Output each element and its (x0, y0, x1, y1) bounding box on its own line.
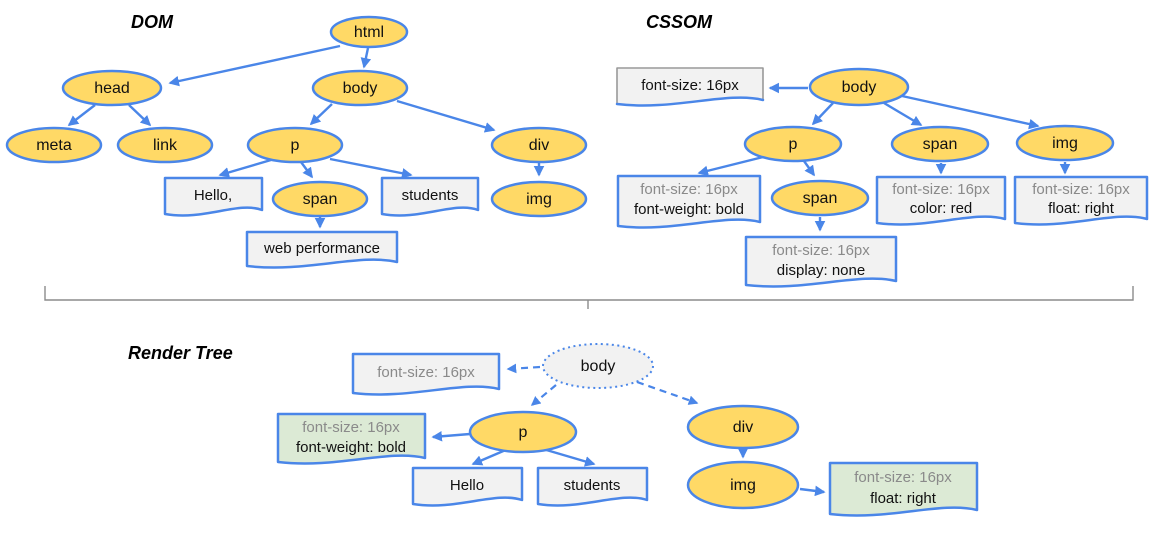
cssom-node-body-label: body (842, 79, 877, 96)
cssom-edge-body-img (901, 94, 1040, 130)
dom-node-span-label: span (303, 191, 338, 208)
brace-line (44, 286, 1134, 301)
dom-edge-p-span (300, 161, 313, 179)
render-style-p-box (276, 412, 427, 465)
divider-brace (44, 286, 1134, 309)
cssom-rule-p-line1: font-size: 16px (640, 181, 738, 198)
cssom-node-span-child (770, 179, 870, 217)
dom-textnode-webperf-label: web performance (263, 240, 380, 257)
render-textnode-hello-box (411, 466, 524, 507)
render-node-body-label: body (581, 358, 616, 375)
render-edge-img-style (799, 485, 826, 497)
render-edge-p-style (431, 431, 471, 442)
render-style-img-line2: float: right (870, 490, 937, 507)
cssom-node-span (890, 125, 990, 163)
dom-title: DOM (131, 12, 174, 32)
cssom-node-img-label: img (1052, 135, 1078, 152)
cssom-title: CSSOM (646, 12, 713, 32)
dom-node-div (490, 126, 588, 164)
render-style-img-box (828, 461, 979, 517)
render-style-body-label: font-size: 16px (377, 364, 475, 381)
render-style-p-line1: font-size: 16px (302, 419, 400, 436)
render-edge-body-p (530, 384, 557, 406)
render-node-p (468, 410, 578, 454)
dom-node-html (329, 15, 409, 49)
cssom-edge-p-span (803, 160, 815, 177)
render-style-p-line2: font-weight: bold (296, 439, 406, 456)
dom-edge-head-meta (67, 104, 96, 126)
cssom-edge-body-p (811, 102, 834, 126)
cssom-rule-img-line2: float: right (1048, 200, 1115, 217)
render-textnode-students-box (536, 466, 649, 507)
dom-textnode-hello-box (163, 176, 264, 217)
dom-edge-body-div (396, 99, 496, 133)
render-style-img-line1: font-size: 16px (854, 469, 952, 486)
render-textnode-students-label: students (564, 477, 621, 494)
dom-node-meta-label: meta (36, 137, 72, 154)
dom-node-link (116, 126, 214, 164)
cssom-rule-body-label: font-size: 16px (641, 77, 739, 94)
render-tree-title: Render Tree (128, 343, 233, 363)
dom-node-body (311, 69, 409, 107)
dom-node-span (271, 180, 369, 218)
dom-node-link-label: link (153, 137, 178, 154)
render-tree: Render Tree font-size: 16px font-size: 1… (128, 343, 979, 517)
dom-node-head (61, 69, 163, 107)
render-textnode-hello-label: Hello (450, 477, 484, 494)
cssom-node-span-label: span (923, 136, 958, 153)
cssom-rule-spanchild-line2: display: none (777, 262, 865, 279)
render-edge-p-students (542, 447, 596, 467)
cssom-rule-p-box (616, 174, 762, 229)
render-node-p-label: p (519, 424, 528, 441)
render-node-img (686, 460, 800, 510)
cssom-rule-p-line2: font-weight: bold (634, 201, 744, 218)
dom-textnode-hello-label: Hello, (194, 187, 232, 204)
dom-node-img-label: img (526, 191, 552, 208)
dom-edge-html-body (360, 47, 372, 69)
dom-node-html-label: html (354, 24, 384, 41)
dom-node-head-label: head (94, 80, 130, 97)
dom-node-meta (5, 126, 103, 164)
cssom-rule-span-line2: color: red (910, 200, 973, 217)
dom-node-p-label: p (291, 137, 300, 154)
cssom-node-p (743, 125, 843, 163)
render-node-div (686, 404, 800, 450)
cssom-tree: CSSOM font-size: 16px font-size: 16px fo… (615, 12, 1149, 288)
dom-textnode-students-label: students (402, 187, 459, 204)
dom-textnode-students-box (380, 176, 480, 217)
cssom-rule-img-line1: font-size: 16px (1032, 181, 1130, 198)
cssom-rule-span-box (875, 175, 1007, 226)
render-node-div-label: div (733, 419, 753, 436)
cssom-rule-body-box-wave (615, 96, 765, 107)
cssom-rule-spanchild-box (744, 235, 898, 288)
dom-edge-p-students (329, 157, 413, 179)
dom-textnode-webperf-box (245, 230, 399, 269)
cssom-rule-spanchild-line1: font-size: 16px (772, 242, 870, 259)
render-style-body-box (351, 352, 501, 396)
dom-node-div-label: div (529, 137, 549, 154)
dom-edge-head-link (128, 104, 152, 127)
cssom-edge-p-rule (697, 155, 764, 176)
dom-node-body-label: body (343, 80, 378, 97)
cssom-node-body (808, 67, 910, 107)
dom-edge-p-hello (218, 158, 272, 178)
dom-tree: DOM Hello, students web performance html… (5, 12, 588, 269)
render-node-img-label: img (730, 477, 756, 494)
dom-node-img (490, 180, 588, 218)
cssom-rule-span-line1: font-size: 16px (892, 181, 990, 198)
cssom-rule-img-box (1013, 175, 1149, 226)
cssom-node-img (1015, 124, 1115, 162)
cssom-node-span-child-label: span (803, 190, 838, 207)
render-edge-body-style (506, 363, 541, 374)
render-node-body (542, 343, 654, 389)
dom-node-p (246, 126, 344, 164)
render-edge-body-div (636, 380, 699, 405)
cssom-node-p-label: p (789, 136, 798, 153)
dom-edge-html-head (168, 44, 341, 87)
dom-edge-body-p (309, 103, 333, 126)
cssom-edge-body-span (883, 101, 923, 127)
